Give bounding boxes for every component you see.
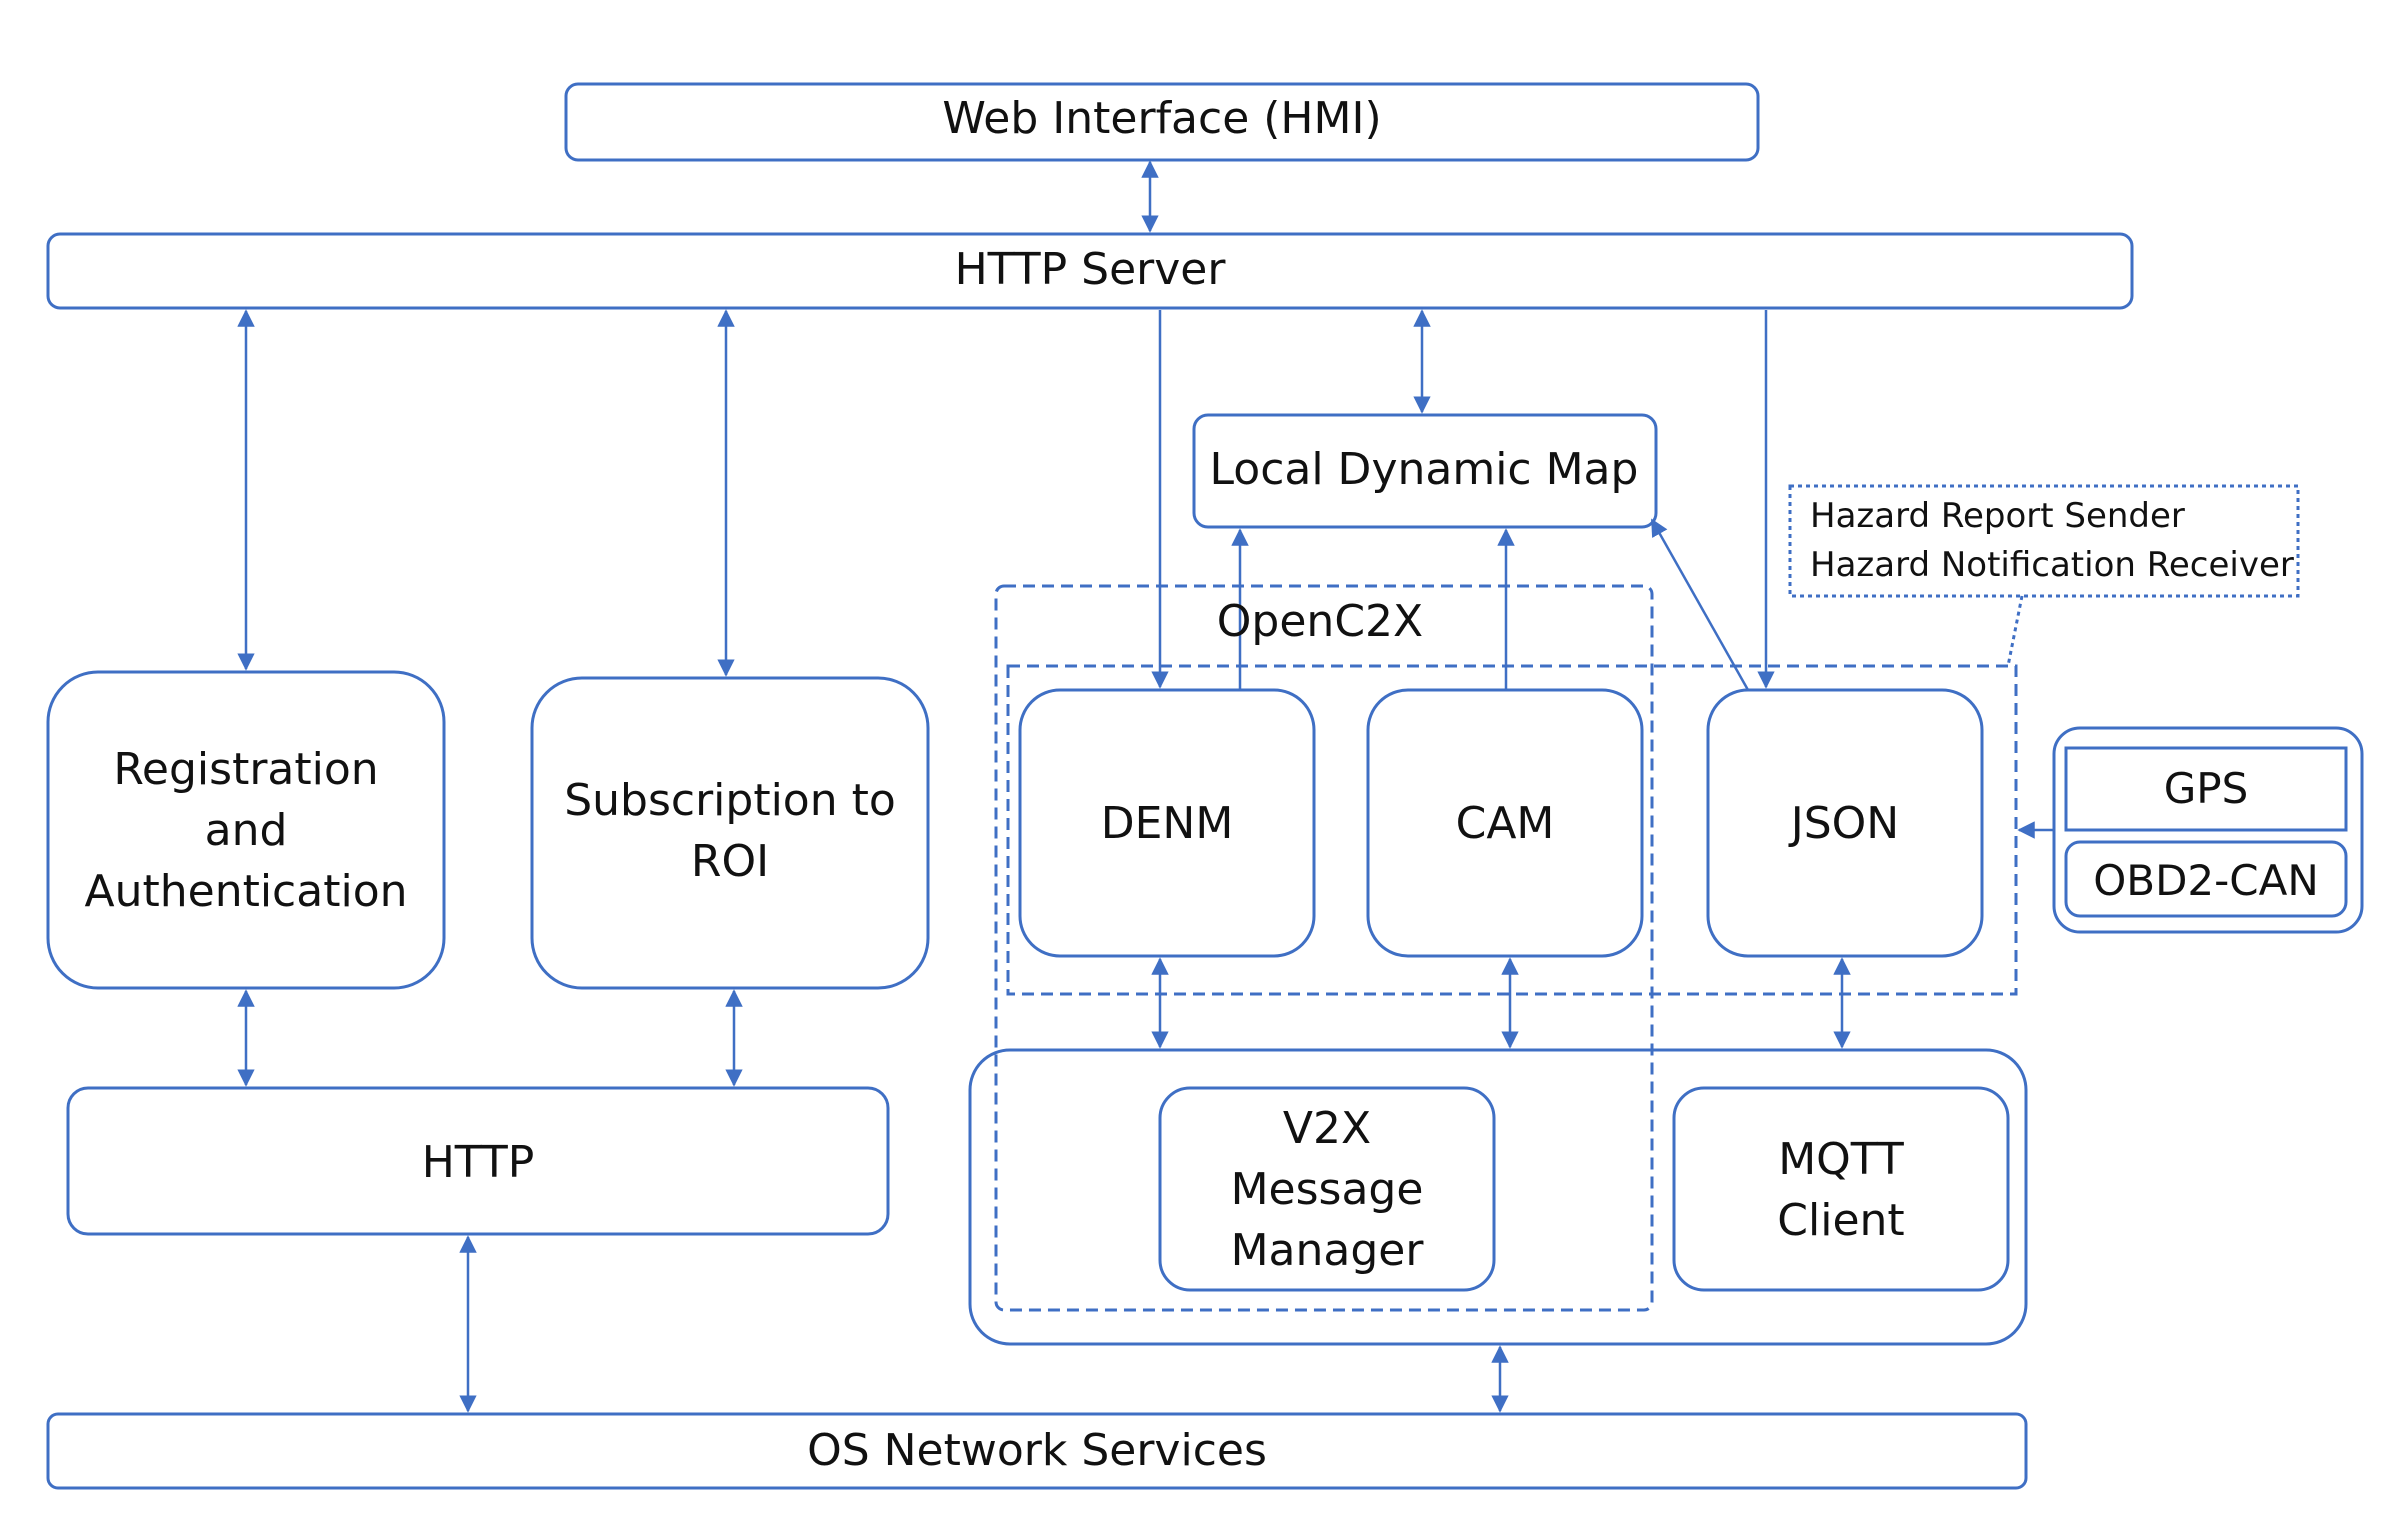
json-box [1706, 688, 1984, 958]
mqtt-client-label-line1: MQTT [1778, 1134, 1904, 1185]
hazard-callout-leader [2006, 595, 2024, 667]
hazard-callout-box [1788, 484, 2300, 598]
cam-label: CAM [1456, 798, 1555, 849]
v2x-manager-label-line2: Message [1231, 1164, 1424, 1215]
v2x-manager-label-line3: Manager [1231, 1225, 1425, 1276]
openc2x-label: OpenC2X [1217, 596, 1423, 647]
registration-box [46, 670, 446, 990]
obd2-can-label: OBD2-CAN [2093, 856, 2319, 905]
http-server-label: HTTP Server [955, 244, 1227, 295]
web-interface-label: Web Interface (HMI) [942, 93, 1381, 144]
subscription-label-line1: Subscription to [564, 775, 896, 826]
hazard-callout-line1: Hazard Report Sender [1810, 496, 2185, 536]
subscription-box [530, 676, 930, 990]
hazard-callout-line2: Hazard Notification Receiver [1810, 545, 2294, 585]
registration-label-line1: Registration [113, 744, 378, 795]
http-box [66, 1086, 890, 1236]
registration-label-line2: and [205, 805, 288, 856]
v2x-manager-label-line1: V2X [1283, 1103, 1371, 1154]
os-network-box [46, 1412, 2028, 1490]
http-server-box [46, 232, 2134, 310]
local-dynamic-map-label: Local Dynamic Map [1210, 444, 1639, 495]
gps-box [2064, 746, 2348, 832]
web-interface-box [564, 82, 1760, 162]
denm-label: DENM [1101, 798, 1234, 849]
denm-box [1018, 688, 1316, 958]
mqtt-client-box [1672, 1086, 2010, 1292]
v2x-manager-box [1158, 1086, 1496, 1292]
registration-label-line3: Authentication [85, 866, 408, 917]
subscription-label-line2: ROI [691, 836, 769, 887]
local-dynamic-map-box [1192, 413, 1658, 529]
obd2-can-box [2064, 840, 2348, 918]
gps-label: GPS [2164, 764, 2249, 813]
mqtt-client-label-line2: Client [1777, 1195, 1904, 1246]
v2x-mqtt-container-box [968, 1048, 2028, 1346]
message-types-group-outline [1006, 664, 2018, 996]
json-label: JSON [1788, 798, 1899, 849]
openc2x-group [994, 584, 1654, 1312]
connector-json-ldm [1650, 518, 1750, 691]
os-network-label: OS Network Services [807, 1425, 1267, 1476]
http-label: HTTP [422, 1137, 535, 1188]
